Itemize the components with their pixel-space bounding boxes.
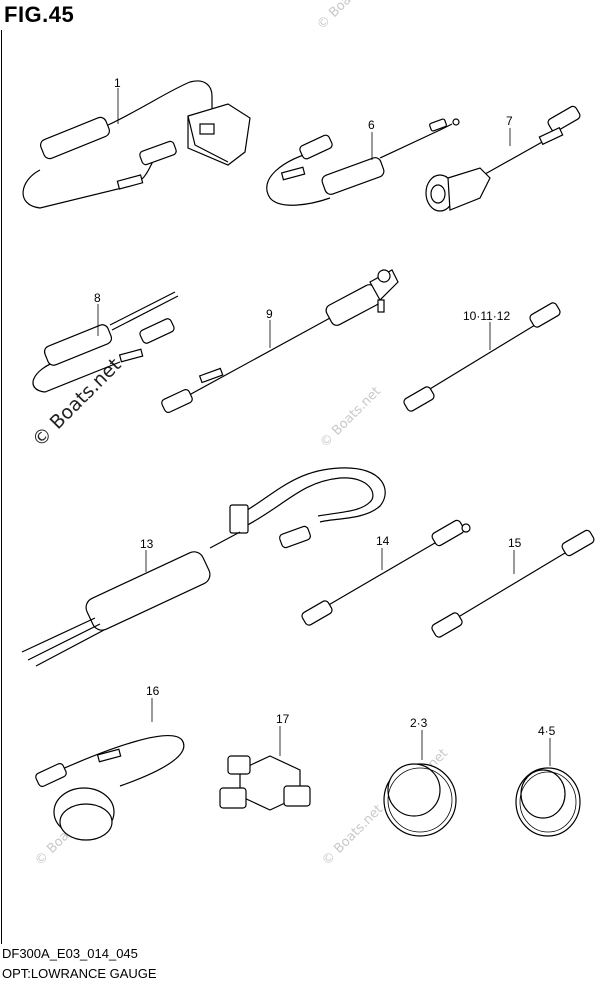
part-label-16: 16 xyxy=(146,684,160,698)
figure-title: FIG.45 xyxy=(4,2,75,27)
figure-caption: OPT:LOWRANCE GAUGE xyxy=(2,966,157,981)
watermark-faint: © Boats.net xyxy=(319,802,386,869)
part-14-cable[interactable] xyxy=(301,519,471,627)
part-7-sensor-cable[interactable] xyxy=(425,105,581,212)
part-1-cable-with-bracket[interactable] xyxy=(22,80,251,209)
part-9-cable-with-fitting[interactable] xyxy=(160,269,399,414)
part-label-10-11-12: 10·11·12 xyxy=(463,309,510,323)
part-8-cable[interactable] xyxy=(32,291,179,393)
part-label-8: 8 xyxy=(94,291,101,305)
part-13-power-cable[interactable] xyxy=(21,467,386,667)
part-16-transducer-cable[interactable] xyxy=(34,698,185,841)
part-17-tee-connector[interactable] xyxy=(219,726,311,811)
part-label-13: 13 xyxy=(140,537,154,551)
left-border-line xyxy=(1,30,2,944)
part-label-7: 7 xyxy=(506,114,513,128)
part-10-11-12-cable[interactable] xyxy=(403,301,562,412)
part-label-6: 6 xyxy=(368,118,375,132)
part-label-17: 17 xyxy=(276,712,290,726)
part-label-9: 9 xyxy=(266,307,273,321)
part-4-5-mounting-ring[interactable] xyxy=(515,738,581,837)
part-label-2-3: 2·3 xyxy=(410,716,428,730)
part-15-cable[interactable] xyxy=(431,529,596,639)
part-label-4-5: 4·5 xyxy=(538,724,556,738)
watermark-faint: © Boats.net xyxy=(314,0,381,33)
figure-code: DF300A_E03_014_045 xyxy=(2,946,138,961)
part-label-15: 15 xyxy=(508,536,522,550)
part-label-1: 1 xyxy=(114,76,121,90)
part-2-3-mounting-ring[interactable] xyxy=(383,730,457,837)
part-label-14: 14 xyxy=(376,534,390,548)
part-6-cable[interactable] xyxy=(266,118,460,206)
watermark-faint: © Boats.net xyxy=(317,384,384,451)
